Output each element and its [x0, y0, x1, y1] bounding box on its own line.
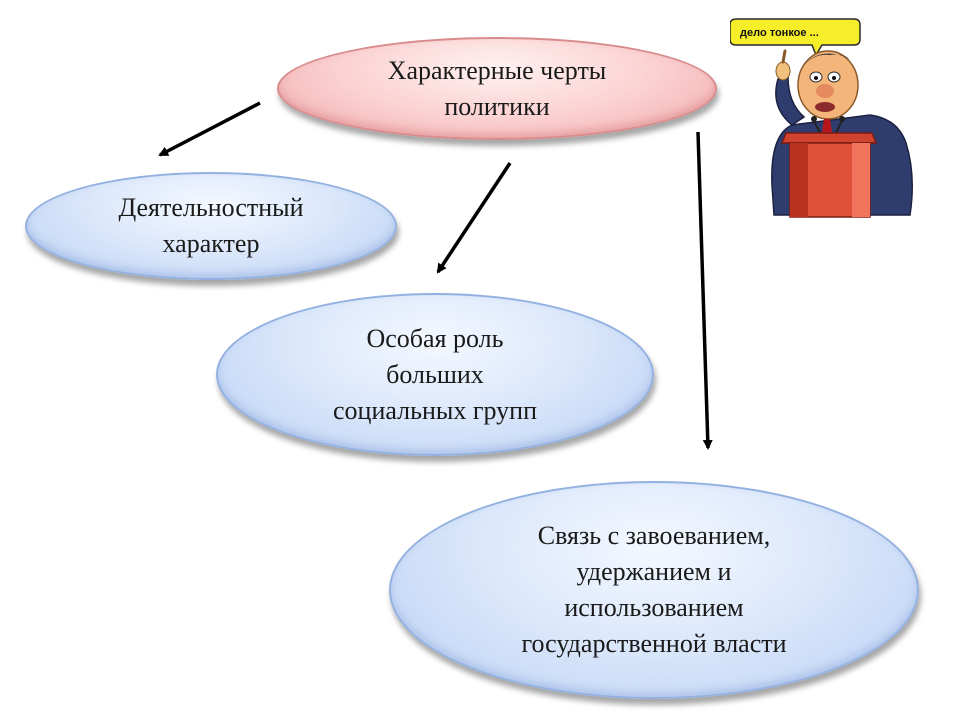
child-node-state-power: Связь с завоеванием, удержанием и исполь…	[389, 481, 919, 699]
arrow-to-state-power	[696, 131, 713, 450]
politician-cartoon: дело тонкое ...	[730, 18, 913, 218]
arrow-to-activity	[158, 101, 261, 157]
child-node-activity: Деятельностный характер	[25, 172, 397, 280]
speech-bubble-text: дело тонкое ...	[740, 27, 819, 39]
podium	[780, 132, 878, 218]
root-node-label: Характерные черты политики	[387, 55, 607, 121]
root-node-political-traits: Характерные черты политики	[277, 37, 717, 140]
child-node-social-groups: Особая роль больших социальных групп	[216, 293, 654, 456]
child-node-label: Связь с завоеванием, удержанием и исполь…	[521, 521, 787, 658]
child-node-label: Особая роль больших социальных групп	[332, 323, 537, 425]
arrow-to-social-groups	[436, 162, 512, 274]
child-node-label: Деятельностный характер	[118, 193, 304, 258]
speech-bubble: дело тонкое ...	[730, 18, 861, 57]
